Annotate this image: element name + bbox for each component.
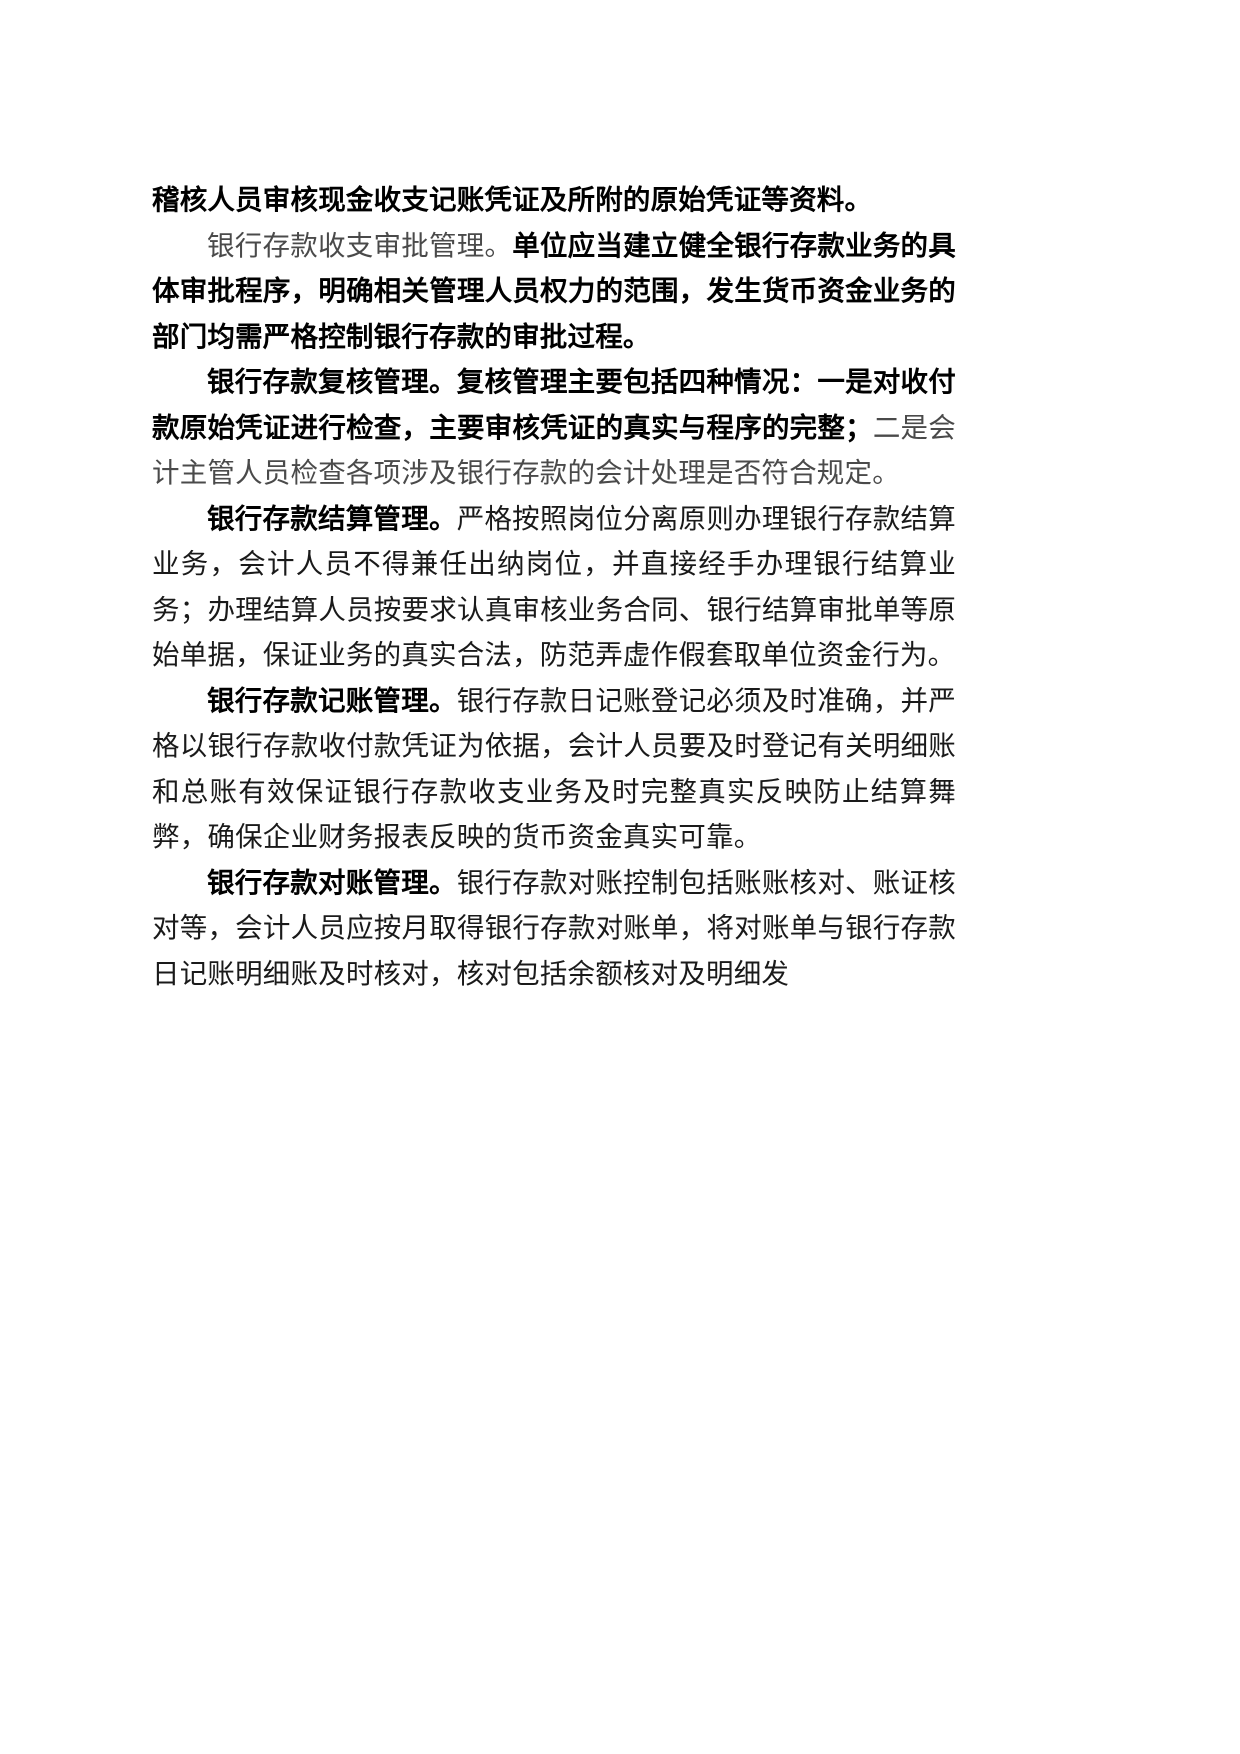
- paragraph-1: 稽核人员审核现金收支记账凭证及所附的原始凭证等资料。: [152, 178, 956, 224]
- text-run: 严格按照岗位分离原则办理银行存款结算业务，会计人员不得兼任出纳岗位，并直接经手办…: [152, 502, 956, 672]
- paragraph-4: 银行存款结算管理。严格按照岗位分离原则办理银行存款结算业务，会计人员不得兼任出纳…: [152, 497, 956, 679]
- text-run: 二是会计主管人员检查各项涉及银行存款的会计处理是否符合规定。: [152, 411, 956, 490]
- text-run: 单位应当建立健全银行存款业务的具体审批程序，明确相关管理人员权力的范围，发生货币…: [152, 229, 956, 353]
- paragraph-5: 银行存款记账管理。银行存款日记账登记必须及时准确，并严格以银行存款收付款凭证为依…: [152, 679, 956, 861]
- paragraph-6: 银行存款对账管理。银行存款对账控制包括账账核对、账证核对等，会计人员应按月取得银…: [152, 861, 956, 998]
- text-run: 稽核人员审核现金收支记账凭证及所附的原始凭证等资料。: [152, 184, 873, 216]
- heading-run-bank-deposit-approval: 银行存款收支审批管理。: [207, 229, 513, 262]
- paragraph-2: 银行存款收支审批管理。单位应当建立健全银行存款业务的具体审批程序，明确相关管理人…: [152, 224, 956, 361]
- paragraph-3: 银行存款复核管理。复核管理主要包括四种情况：一是对收付款原始凭证进行检查，主要审…: [152, 360, 956, 497]
- heading-run-bank-deposit-bookkeeping: 银行存款记账管理。: [207, 684, 457, 717]
- text-run: 银行存款对账控制包括账账核对、账证核对等，会计人员应按月取得银行存款对账单，将对…: [152, 866, 956, 990]
- heading-run-bank-deposit-review: 银行存款复核管理。复核管理主要包括四种情况：一是对收付款原始凭证进行检查，主要审…: [152, 366, 956, 444]
- heading-run-bank-deposit-settlement: 银行存款结算管理。: [207, 502, 457, 535]
- document-body: 稽核人员审核现金收支记账凭证及所附的原始凭证等资料。 银行存款收支审批管理。单位…: [152, 178, 956, 997]
- heading-run-bank-deposit-reconciliation: 银行存款对账管理。: [207, 866, 457, 899]
- text-run: 银行存款日记账登记必须及时准确，并严格以银行存款收付款凭证为依据，会计人员要及时…: [152, 684, 956, 854]
